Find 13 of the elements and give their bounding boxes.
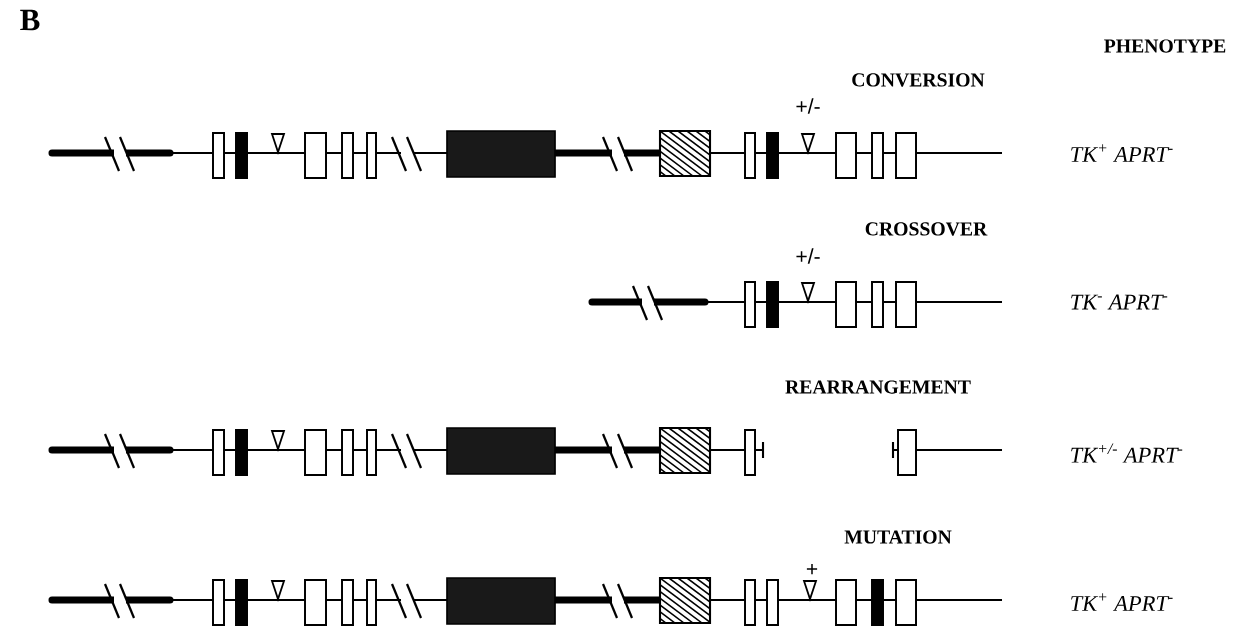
heading: MUTATION: [844, 530, 952, 544]
phenotype-label: TK$^{+}$ APRT$^{-}$: [1071, 593, 1173, 611]
phenotype-label: TK$^{+/-}$ APRT$^{-}$: [1071, 443, 1183, 463]
heading: CROSSOVER: [865, 222, 988, 236]
heading: CONVERSION: [852, 73, 985, 87]
allele-label: +/-: [796, 248, 820, 264]
heading: PHENOTYPE: [1104, 39, 1226, 53]
phenotype-label: TK$^{+}$ APRT$^{-}$: [1071, 144, 1173, 162]
allele-label: +/-: [796, 98, 820, 114]
panel-letter: B: [20, 9, 40, 31]
allele-label: +: [806, 563, 818, 575]
heading: REARRANGEMENT: [785, 380, 971, 394]
phenotype-label: TK$^{-}$ APRT$^{-}$: [1071, 294, 1168, 310]
